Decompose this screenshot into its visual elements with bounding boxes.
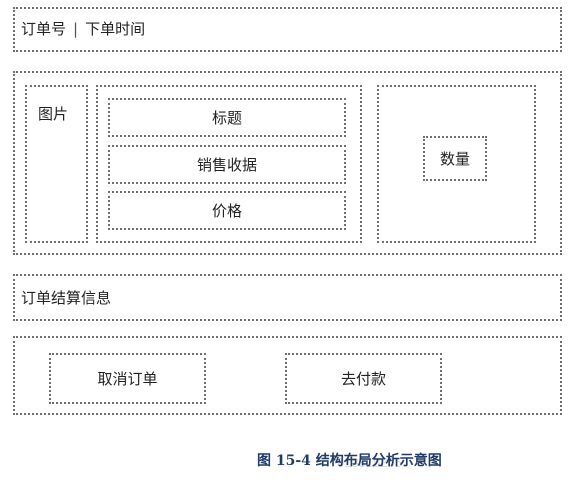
- pay-button[interactable]: 去付款: [285, 353, 442, 404]
- order-number-label: 订单号: [21, 20, 67, 38]
- product-quantity-group: 数量: [377, 85, 536, 243]
- header-separator: |: [73, 20, 79, 38]
- settlement-info-label: 订单结算信息: [21, 289, 112, 307]
- order-time-label: 下单时间: [85, 20, 146, 38]
- product-sales-data-field: 销售收据: [108, 145, 346, 184]
- order-settlement-section: 订单结算信息: [13, 274, 562, 321]
- order-actions-section: 取消订单 去付款: [13, 336, 562, 415]
- order-header-text: 订单号 | 下单时间: [21, 20, 145, 38]
- product-title-field: 标题: [108, 98, 346, 137]
- product-image-placeholder: 图片: [25, 85, 88, 243]
- cancel-order-button[interactable]: 取消订单: [49, 353, 206, 404]
- quantity-field: 数量: [423, 136, 487, 181]
- product-price-field: 价格: [108, 191, 346, 230]
- watermark: 013818205: [337, 455, 403, 470]
- product-info-group: 标题 销售收据 价格: [96, 85, 362, 243]
- order-header-section: 订单号 | 下单时间: [13, 7, 562, 52]
- figure-caption: 图 15-4 结构布局分析示意图: [257, 453, 442, 469]
- product-section: 图片 标题 销售收据 价格 数量: [13, 71, 562, 255]
- product-image-label: 图片: [38, 105, 69, 123]
